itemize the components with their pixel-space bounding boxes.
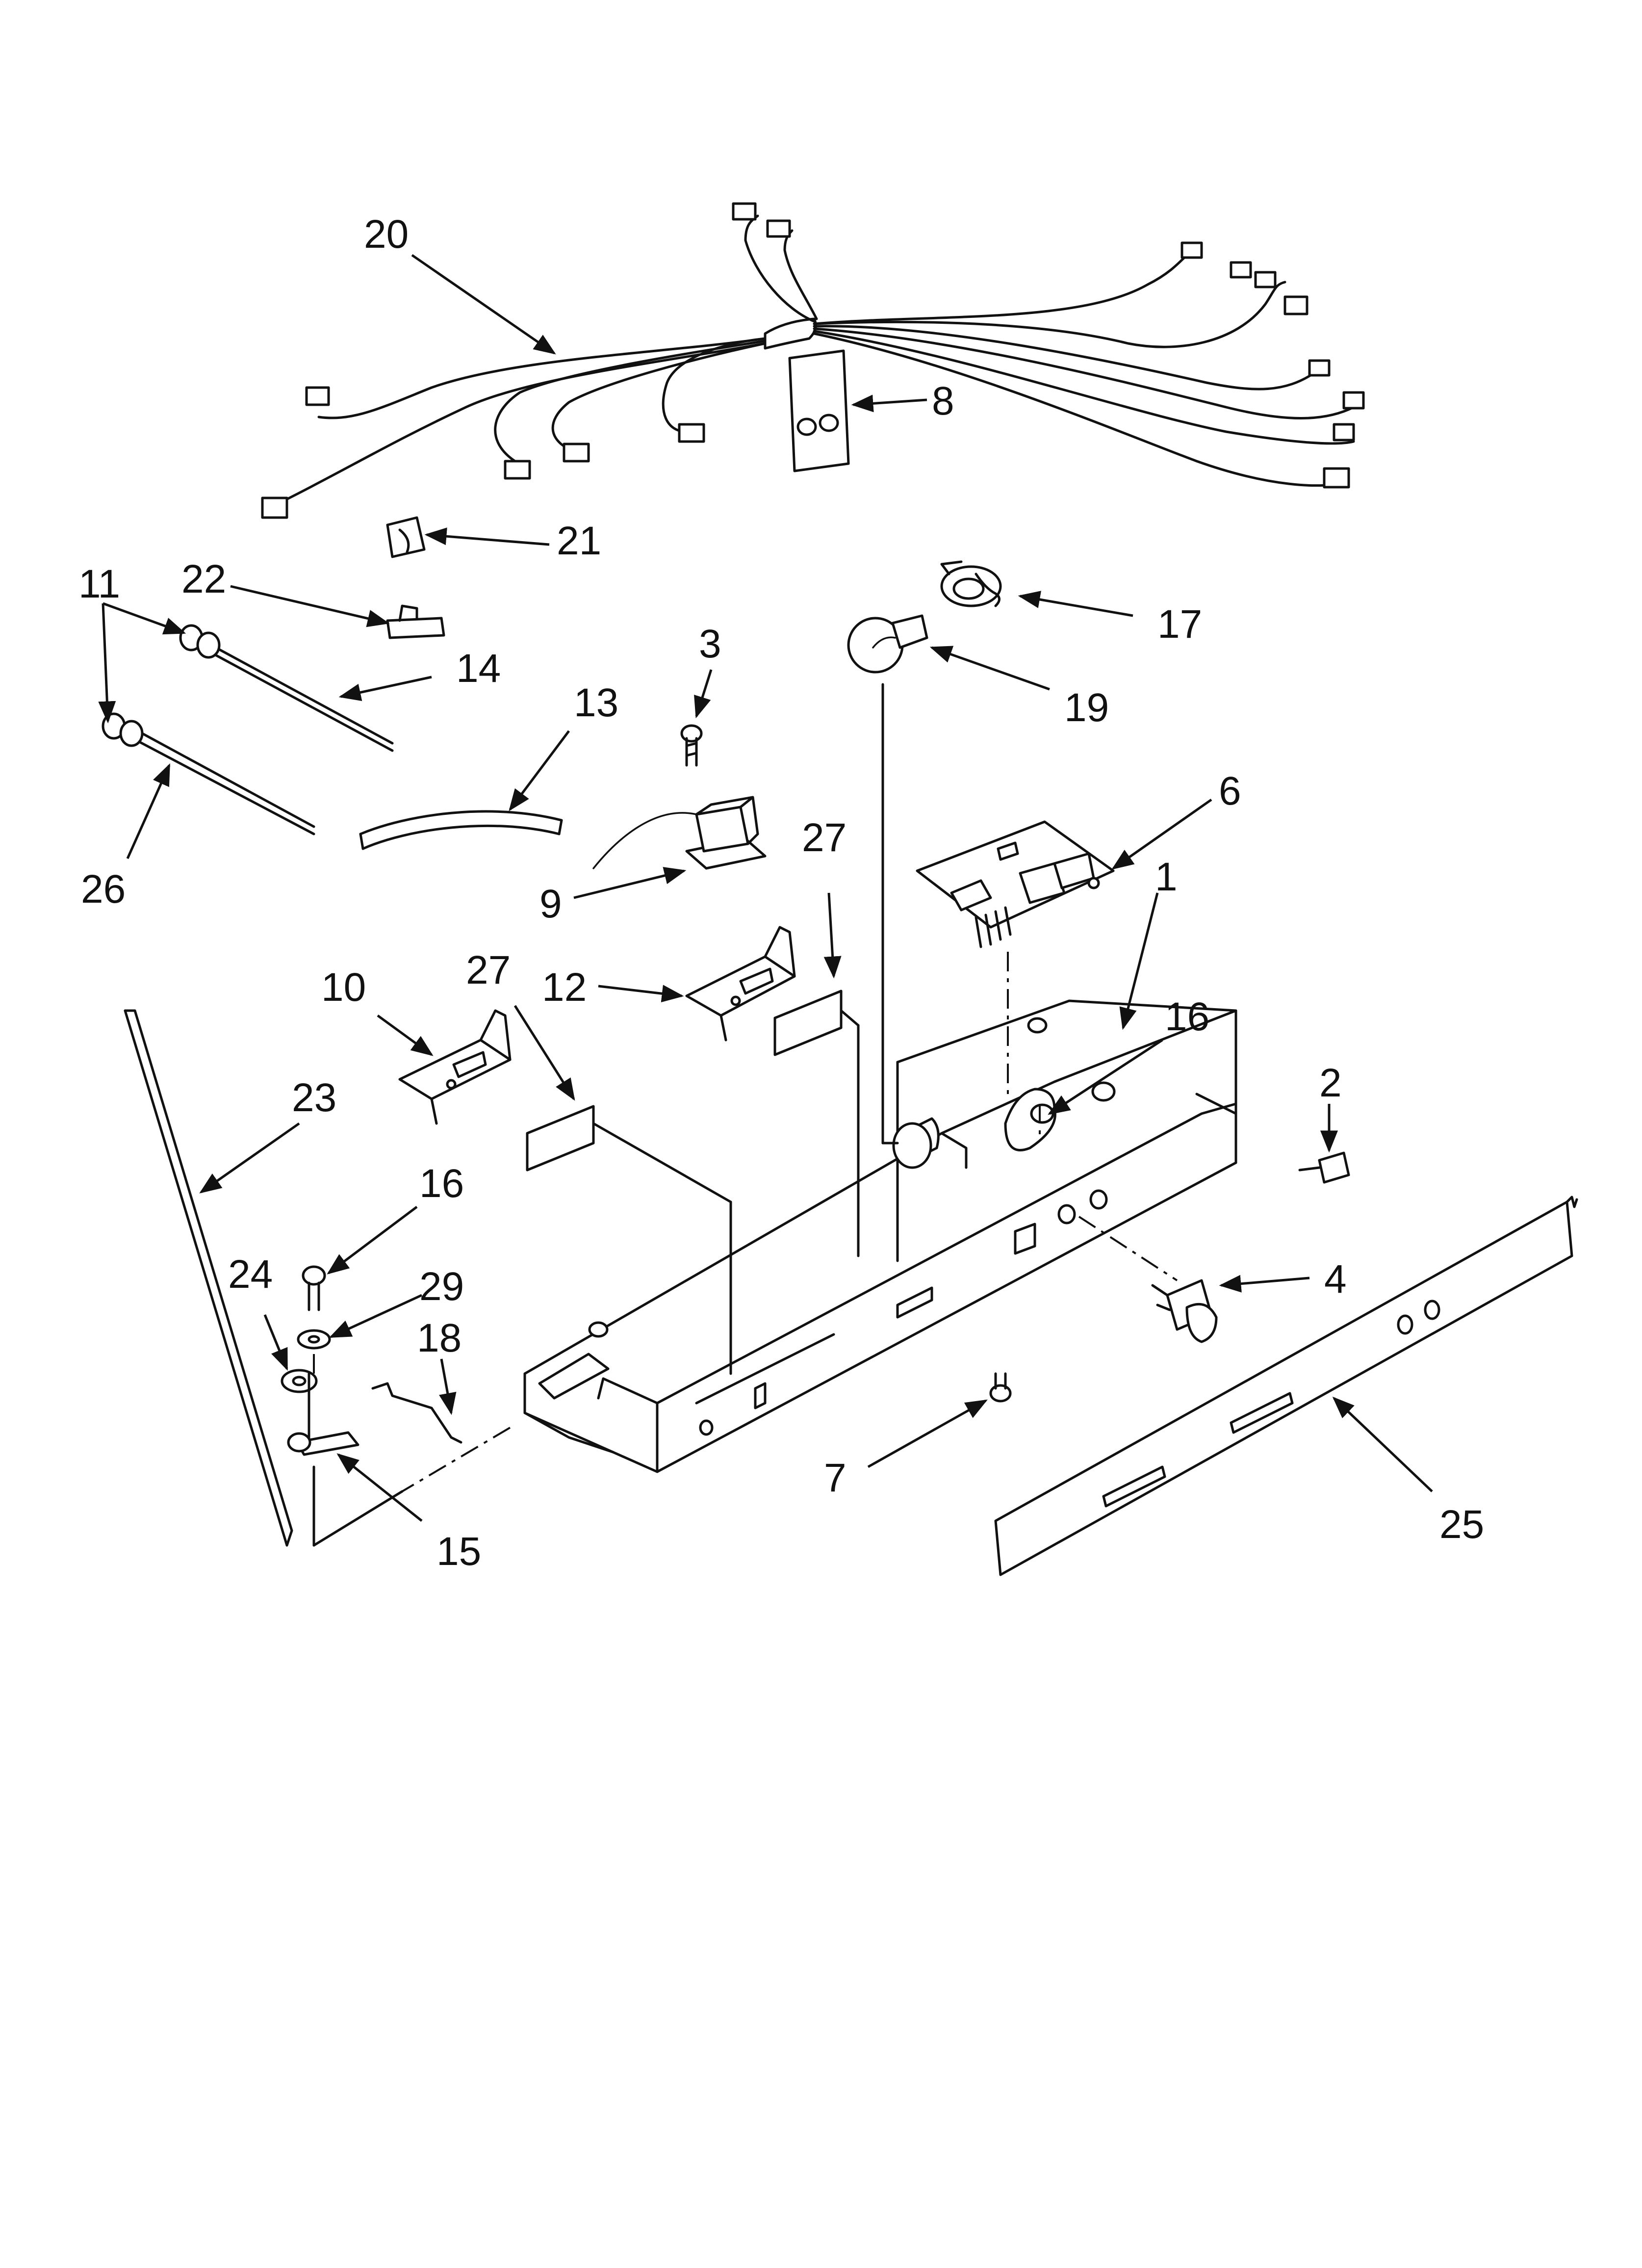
rod-part-23[interactable] <box>124 1009 293 1547</box>
leader-lines <box>98 254 1433 1522</box>
bracket-part-10[interactable] <box>398 1009 512 1125</box>
screw-part-16-left[interactable] <box>302 1265 326 1311</box>
switch-part-9[interactable] <box>592 796 767 870</box>
callout-11: 11 <box>78 562 120 606</box>
callout-25: 25 <box>1439 1502 1484 1547</box>
callout-6: 6 <box>1219 769 1241 813</box>
callout-22: 22 <box>181 557 226 601</box>
rod-part-26[interactable] <box>136 732 315 835</box>
clip-part-22[interactable] <box>386 604 445 639</box>
screw-part-7[interactable] <box>989 1372 1012 1403</box>
front-panel-part-25[interactable] <box>994 1196 1578 1576</box>
callout-27-left: 27 <box>466 948 511 992</box>
callout-12: 12 <box>542 965 587 1010</box>
callout-7: 7 <box>824 1456 847 1500</box>
mounting-plate-part-8[interactable] <box>788 349 850 472</box>
control-housing-part-1[interactable] <box>523 999 1237 1473</box>
callout-13: 13 <box>574 680 618 725</box>
callout-23: 23 <box>292 1075 336 1120</box>
light-bulb-part-19[interactable] <box>847 614 928 674</box>
callout-labels: 20 8 21 11 22 14 3 13 17 19 26 9 27 6 1 … <box>78 212 1484 1574</box>
callout-3: 3 <box>699 622 721 666</box>
clip-part-21[interactable] <box>386 516 426 558</box>
callout-9: 9 <box>539 882 562 926</box>
callout-14: 14 <box>456 646 501 691</box>
washer-part-24[interactable] <box>281 1369 318 1393</box>
callout-29: 29 <box>419 1264 464 1309</box>
rod-part-14[interactable] <box>209 646 394 752</box>
assembly-lines <box>312 683 1237 1547</box>
callout-20: 20 <box>364 212 409 257</box>
screw-part-3[interactable] <box>680 724 703 767</box>
wire-part-18[interactable] <box>371 1382 462 1444</box>
control-board-part-6[interactable] <box>916 820 1115 948</box>
callout-1: 1 <box>1155 855 1178 899</box>
washer-part-29[interactable] <box>297 1329 331 1350</box>
callout-17: 17 <box>1157 602 1202 647</box>
tube-part-13[interactable] <box>359 810 563 850</box>
callout-8: 8 <box>932 379 954 423</box>
label-part-27-right[interactable] <box>773 990 843 1056</box>
wiring-harness-part-20[interactable] <box>261 202 1365 519</box>
callout-27-right: 27 <box>802 815 847 860</box>
callout-19: 19 <box>1064 685 1109 730</box>
bracket-part-12[interactable] <box>685 926 796 1042</box>
callout-21: 21 <box>557 519 601 563</box>
callout-16-right: 16 <box>1165 994 1209 1039</box>
grommet-part-11-upper[interactable] <box>179 624 221 659</box>
callout-10: 10 <box>321 965 366 1010</box>
callout-2: 2 <box>1319 1061 1342 1105</box>
screw-part-2[interactable] <box>1298 1151 1350 1184</box>
switch-part-4[interactable] <box>1151 1279 1218 1343</box>
bracket-part-15[interactable] <box>287 1372 359 1456</box>
callout-24: 24 <box>228 1252 273 1297</box>
callout-18: 18 <box>417 1316 462 1360</box>
callout-26: 26 <box>81 867 126 912</box>
callout-16-left: 16 <box>419 1161 464 1206</box>
callout-15: 15 <box>436 1529 481 1574</box>
callout-4: 4 <box>1324 1257 1347 1302</box>
lamp-socket-part-17[interactable] <box>940 560 1002 607</box>
label-part-27-left[interactable] <box>526 1105 595 1172</box>
